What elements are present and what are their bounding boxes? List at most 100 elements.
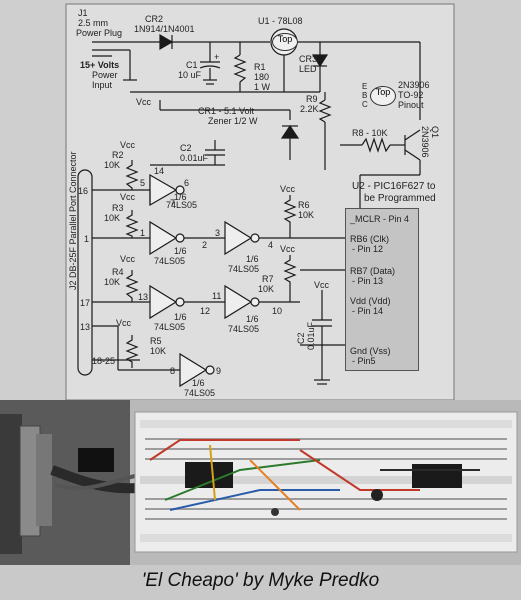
gate-pin-1: 1 (140, 228, 146, 238)
breadboard-photo (0, 400, 521, 565)
gate6-part: 1/6 (192, 378, 205, 388)
vcc-top: Vcc (136, 97, 152, 107)
u2-rb6: RB6 (Clk) (350, 234, 390, 244)
r6-value: 10K (298, 210, 315, 220)
r5-value: 10K (150, 346, 167, 356)
gate5-chip: 74LS05 (228, 324, 260, 334)
r4-value: 10K (104, 277, 121, 287)
cr1-label1: CR1 - 5.1 Volt (198, 106, 255, 116)
r2-vcc: Vcc (120, 140, 136, 150)
r7-value: 10K (258, 284, 275, 294)
r7-vcc: Vcc (280, 244, 296, 254)
j1-label: J1 (78, 8, 88, 18)
gate4-part: 1/6 (174, 312, 187, 322)
r9-label: R9 (306, 94, 318, 104)
u2-mclr: _MCLR - Pin 4 (350, 214, 410, 224)
c2-top-value: 0.01uF (180, 153, 209, 163)
gate-pin-8: 8 (170, 366, 176, 376)
r9-value: 2.2K (300, 104, 319, 114)
input-l3: Input (92, 80, 113, 90)
u2-vdd: Vdd (Vdd) (350, 296, 391, 306)
gate1-part: 1/6 (174, 192, 187, 202)
c2-label: C2 (296, 332, 306, 344)
r5-label: R5 (150, 336, 162, 346)
r5-vcc: Vcc (116, 318, 132, 328)
gate4-chip: 74LS05 (154, 322, 186, 332)
pin-18-25: 18-25 (92, 356, 116, 366)
pin-16: 16 (78, 186, 89, 196)
gate2-part: 1/6 (174, 246, 187, 256)
gate1-chip: 74LS05 (166, 200, 198, 210)
pin-17: 17 (80, 298, 91, 308)
gate3-chip: 74LS05 (228, 264, 260, 274)
r1-value1: 180 (254, 72, 270, 82)
r2-value: 10K (104, 160, 121, 170)
gate-pin-12: 12 (200, 306, 211, 316)
pin-1: 1 (84, 234, 90, 244)
c2-value: 0.01uF (306, 321, 316, 350)
gate5-part: 1/6 (246, 314, 259, 324)
u2-title1: U2 - PIC16F627 to (352, 181, 436, 192)
q1-part: 2N3906 (420, 126, 430, 158)
r3-label: R3 (112, 203, 124, 213)
u2-gnd-pin: - Pin5 (352, 356, 376, 366)
input-l1: 15+ Volts (80, 60, 120, 70)
gate6-chip: 74LS05 (184, 388, 216, 398)
q-part: 2N3906 (398, 80, 430, 90)
cr3-value: LED (299, 64, 317, 74)
c1-label: C1 (186, 60, 198, 70)
r1-label: R1 (254, 62, 266, 72)
c2-vcc: Vcc (314, 280, 330, 290)
q-pinout: Pinout (398, 100, 424, 110)
j2-label: J2 DB-25F Parallel Port Connector (68, 151, 78, 290)
schematic-drawing (65, 3, 455, 401)
cr1-label2: Zener 1/2 W (208, 116, 258, 126)
u1-top-badge: Top (272, 33, 298, 51)
j1-desc2: Power Plug (76, 28, 123, 38)
u2-rb6-pin: - Pin 12 (352, 244, 384, 254)
r3-vcc: Vcc (120, 192, 136, 202)
u2-rb7: RB7 (Data) (350, 266, 396, 276)
j1-desc1: 2.5 mm (78, 18, 109, 28)
gate-pin-10: 10 (272, 306, 283, 316)
r2-label: R2 (112, 150, 124, 160)
q-pkg: TO-92 (398, 90, 424, 100)
u2-vdd-pin: - Pin 14 (352, 306, 384, 316)
r6-vcc: Vcc (280, 184, 296, 194)
r6-label: R6 (298, 200, 310, 210)
ebc-e: E (362, 82, 368, 91)
r4-label: R4 (112, 267, 124, 277)
gate-pin-13: 13 (138, 292, 149, 302)
r4-vcc: Vcc (120, 254, 136, 264)
ebc-b: B (362, 91, 368, 100)
gate-pin-14: 14 (154, 166, 165, 176)
caption: 'El Cheapo' by Myke Predko (141, 570, 380, 591)
u2-gnd: Gnd (Vss) (350, 346, 391, 356)
gate-pin-2: 2 (202, 240, 208, 250)
r3-value: 10K (104, 213, 121, 223)
gate-pin-6: 6 (184, 178, 190, 188)
gate-pin-3: 3 (215, 228, 221, 238)
u1-label: U1 - 78L08 (258, 16, 303, 26)
gate-pin-11: 11 (212, 291, 222, 301)
c1-value: 10 uF (178, 70, 202, 80)
q1-label: Q1 (430, 126, 440, 139)
pin-13: 13 (80, 322, 91, 332)
gate-pin-4: 4 (268, 240, 274, 250)
gate-pin-7: 7 (170, 198, 176, 208)
cr2-part: 1N914/1N4001 (134, 24, 195, 34)
gate-pin-9: 9 (216, 366, 222, 376)
u2-rb7-pin: - Pin 13 (352, 276, 384, 286)
gate2-chip: 74LS05 (154, 256, 186, 266)
input-l2: Power (92, 70, 118, 80)
c2-top-label: C2 (180, 143, 192, 153)
plus-mark: + (214, 52, 220, 62)
cr2-label: CR2 (145, 14, 164, 24)
q-top-badge: Top (370, 86, 396, 106)
r8-label: R8 - 10K (352, 128, 388, 138)
ebc-c: C (362, 100, 368, 109)
r1-value2: 1 W (254, 82, 271, 92)
gate3-part: 1/6 (246, 254, 259, 264)
r7-label: R7 (262, 274, 274, 284)
